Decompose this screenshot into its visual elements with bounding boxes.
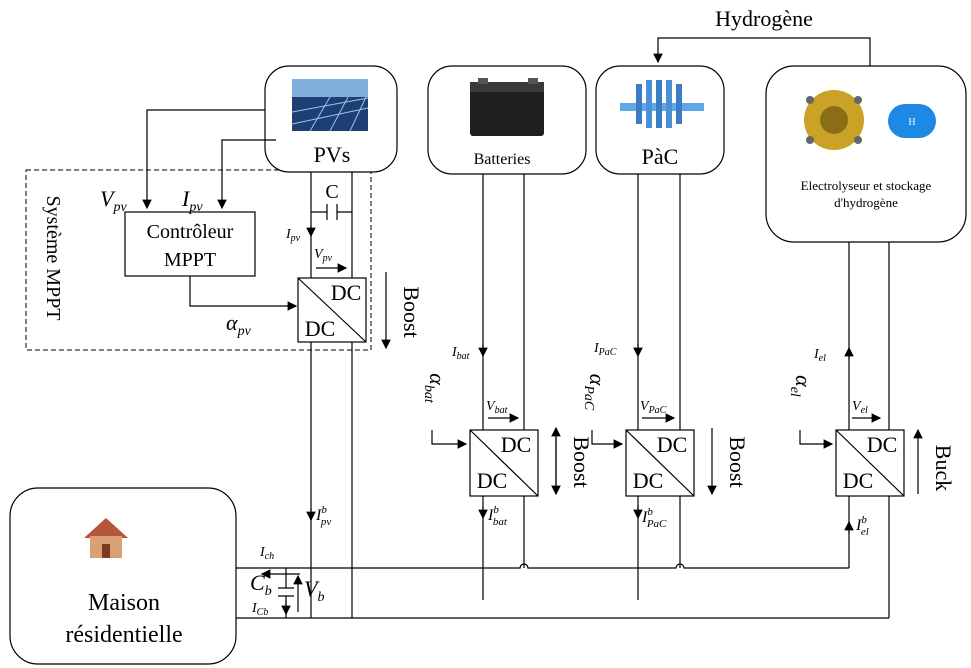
label-i-pv: Ipv xyxy=(181,186,203,215)
buck-label-electrolyser: Buck xyxy=(931,445,956,491)
solar-panel-icon xyxy=(291,79,369,132)
dc-bus xyxy=(236,563,889,619)
svg-text:DC: DC xyxy=(477,468,508,493)
batteries-block: Batteries xyxy=(427,65,587,175)
svg-text:DC: DC xyxy=(657,432,688,457)
mppt-system-label: Système MPPT xyxy=(42,195,64,320)
mppt-system-frame: Système MPPT xyxy=(25,169,372,351)
svg-text:DC: DC xyxy=(843,468,874,493)
label-i-bat: Ibat xyxy=(451,345,470,362)
svg-text:DC: DC xyxy=(331,280,362,305)
label-v-pv-small: Vpv xyxy=(314,247,333,264)
electrolyser-label-line2: d'hydrogène xyxy=(834,195,898,210)
fuel-cell-icon xyxy=(620,80,704,128)
pv-wiring: C xyxy=(142,109,353,618)
pv-block: PVs xyxy=(264,65,398,173)
label-i-cb: ICb xyxy=(251,601,268,618)
house-icon xyxy=(84,518,128,558)
batteries-label: Batteries xyxy=(474,151,531,168)
mppt-controller: Contrôleur MPPT xyxy=(124,211,256,277)
label-v-el: Vel xyxy=(852,399,868,416)
electrolyser-label-line1: Electrolyseur et stockage xyxy=(801,178,932,193)
controller-line1: Contrôleur xyxy=(147,221,234,243)
label-alpha-bat: αbat xyxy=(421,373,450,404)
label-alpha-pac: αPaC xyxy=(581,374,610,411)
source-wiring xyxy=(431,174,890,618)
label-c-b: Cb xyxy=(250,570,272,599)
electrolyser-icon xyxy=(804,90,864,150)
label-v-pv: Vpv xyxy=(100,186,127,215)
converter-battery: DC DC xyxy=(469,429,539,497)
house-label-line1: Maison xyxy=(88,590,160,616)
pv-label: PVs xyxy=(314,142,351,167)
svg-text:DC: DC xyxy=(501,432,532,457)
svg-text:H: H xyxy=(908,117,915,128)
capacitor-label: C xyxy=(325,181,338,203)
label-i-pac: IPaC xyxy=(593,341,617,358)
label-alpha-pv: αpv xyxy=(226,310,252,339)
house-label-line2: résidentielle xyxy=(65,622,182,648)
label-alpha-el: αel xyxy=(787,375,816,397)
boost-label-battery: Boost xyxy=(569,436,594,487)
label-v-b: Vb xyxy=(304,576,324,605)
fuel-cell-block: PàC xyxy=(595,65,725,175)
label-v-bat: Vbat xyxy=(486,399,508,416)
fuel-cell-label: PàC xyxy=(642,144,679,169)
battery-icon xyxy=(470,78,544,136)
label-v-pac: VPaC xyxy=(640,399,667,416)
label-i-pv-small: Ipv xyxy=(285,227,301,244)
hydrogen-label: Hydrogène xyxy=(715,6,813,31)
svg-text:DC: DC xyxy=(867,432,898,457)
converter-pv: DC DC xyxy=(297,277,367,343)
converter-electrolyser: DC DC xyxy=(835,429,905,497)
controller-line2: MPPT xyxy=(164,249,216,271)
electrolyser-block: H Electrolyseur et stockage d'hydrogène xyxy=(765,65,967,243)
converter-fuel-cell: DC DC xyxy=(625,429,695,497)
boost-label-pv: Boost xyxy=(399,286,424,337)
label-i-ch: Ich xyxy=(259,545,274,562)
svg-text:DC: DC xyxy=(633,468,664,493)
svg-text:DC: DC xyxy=(305,316,336,341)
label-i-el: Iel xyxy=(813,347,826,364)
hydrogen-loop: Hydrogène xyxy=(653,6,871,66)
hydrogen-tank-icon: H xyxy=(888,104,936,138)
boost-label-fuel-cell: Boost xyxy=(725,436,750,487)
mode-arrows: Boost Boost Boost Buck xyxy=(381,272,956,496)
house-block: Maison résidentielle xyxy=(9,487,237,665)
